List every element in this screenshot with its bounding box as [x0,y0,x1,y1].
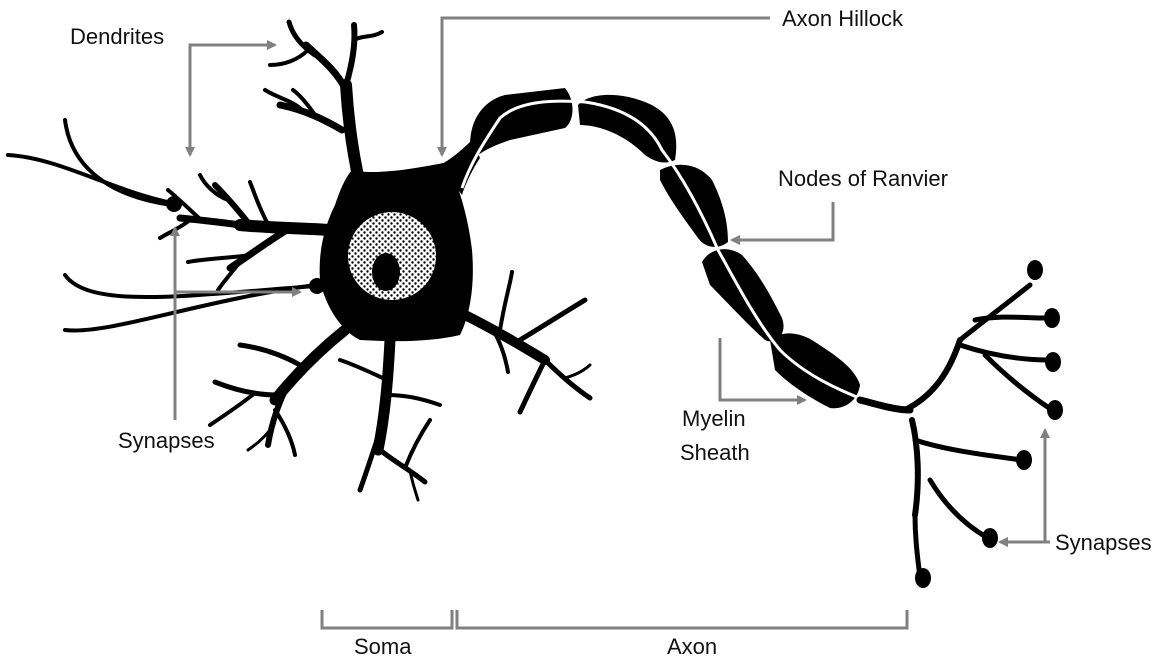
brackets [322,610,907,628]
synapse-knob-lower [309,278,325,294]
axon-bracket [457,610,907,628]
label-dendrites: Dendrites [70,24,164,50]
dendrite-right [465,272,590,412]
dendrites-arrow [190,45,275,155]
nodes-of-ranvier-arrow [732,202,833,240]
label-myelin: Myelin [682,406,746,432]
terminal-knobs [915,260,1063,588]
dendrite-left [160,175,330,290]
dendrite-upper [265,22,382,185]
label-soma: Soma [354,634,411,660]
label-sheath: Sheath [680,440,750,466]
label-axon-hillock: Axon Hillock [782,6,903,32]
dendrite-lower-left [210,330,345,455]
myelin-sheath [470,88,860,408]
axon-terminals [860,285,1052,578]
label-nodes-of-ranvier: Nodes of Ranvier [778,166,948,192]
nucleolus [372,253,400,291]
synapse-knob-upper [166,196,182,212]
label-synapses-left: Synapses [118,428,215,454]
neuron-shape [8,22,1063,588]
soma-bracket [322,610,452,628]
label-axon: Axon [667,634,717,660]
label-synapses-right: Synapses [1055,530,1152,556]
dendrite-bottom [340,340,440,500]
